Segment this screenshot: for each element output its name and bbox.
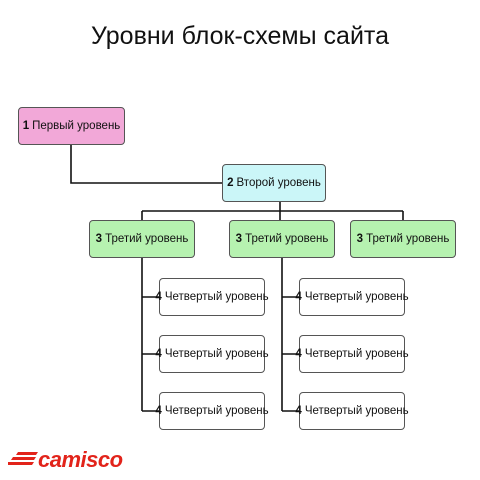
logo-text: camisco <box>38 447 123 472</box>
level4-label: Четвертый уровень <box>164 291 269 303</box>
level4-label: Четвертый уровень <box>304 291 409 303</box>
level1-number: 1 <box>22 120 30 132</box>
level1-node: 1 Первый уровень <box>18 107 125 145</box>
level4-node-5: 4 Четвертый уровень <box>295 335 409 373</box>
level2-label: Второй уровень <box>236 177 321 189</box>
camisco-logo: camisco <box>8 447 123 473</box>
level4-node-1: 4 Четвертый уровень <box>155 278 269 316</box>
level4-number: 4 <box>155 291 162 303</box>
level1-label: Первый уровень <box>32 120 121 132</box>
level4-node-2: 4 Четвертый уровень <box>155 335 269 373</box>
level3-number: 3 <box>95 233 103 245</box>
level3-number: 3 <box>235 233 243 245</box>
level4-label: Четвертый уровень <box>164 405 269 417</box>
level3-number: 3 <box>356 233 364 245</box>
level3-label: Третий уровень <box>245 233 329 245</box>
level4-number: 4 <box>295 291 302 303</box>
level4-number: 4 <box>155 348 162 360</box>
level2-number: 2 <box>227 177 234 189</box>
level3-label: Третий уровень <box>105 233 189 245</box>
level4-number: 4 <box>295 405 302 417</box>
level3-node-2: 3 Третий уровень <box>229 220 335 258</box>
level4-label: Четвертый уровень <box>164 348 269 360</box>
level2-node: 2 Второй уровень <box>222 164 326 202</box>
diagram-title: Уровни блок-схемы сайта <box>91 22 389 50</box>
level4-label: Четвертый уровень <box>304 348 409 360</box>
level4-label: Четвертый уровень <box>304 405 409 417</box>
level3-label: Третий уровень <box>366 233 450 245</box>
level4-number: 4 <box>155 405 162 417</box>
level3-node-1: 3 Третий уровень <box>89 220 195 258</box>
level4-node-3: 4 Четвертый уровень <box>155 392 269 430</box>
connector-l1-l2 <box>70 145 222 184</box>
level3-node-3: 3 Третий уровень <box>350 220 456 258</box>
speed-lines-icon <box>8 452 38 465</box>
level4-number: 4 <box>295 348 302 360</box>
level4-node-6: 4 Четвертый уровень <box>295 392 409 430</box>
level4-node-4: 4 Четвертый уровень <box>295 278 409 316</box>
